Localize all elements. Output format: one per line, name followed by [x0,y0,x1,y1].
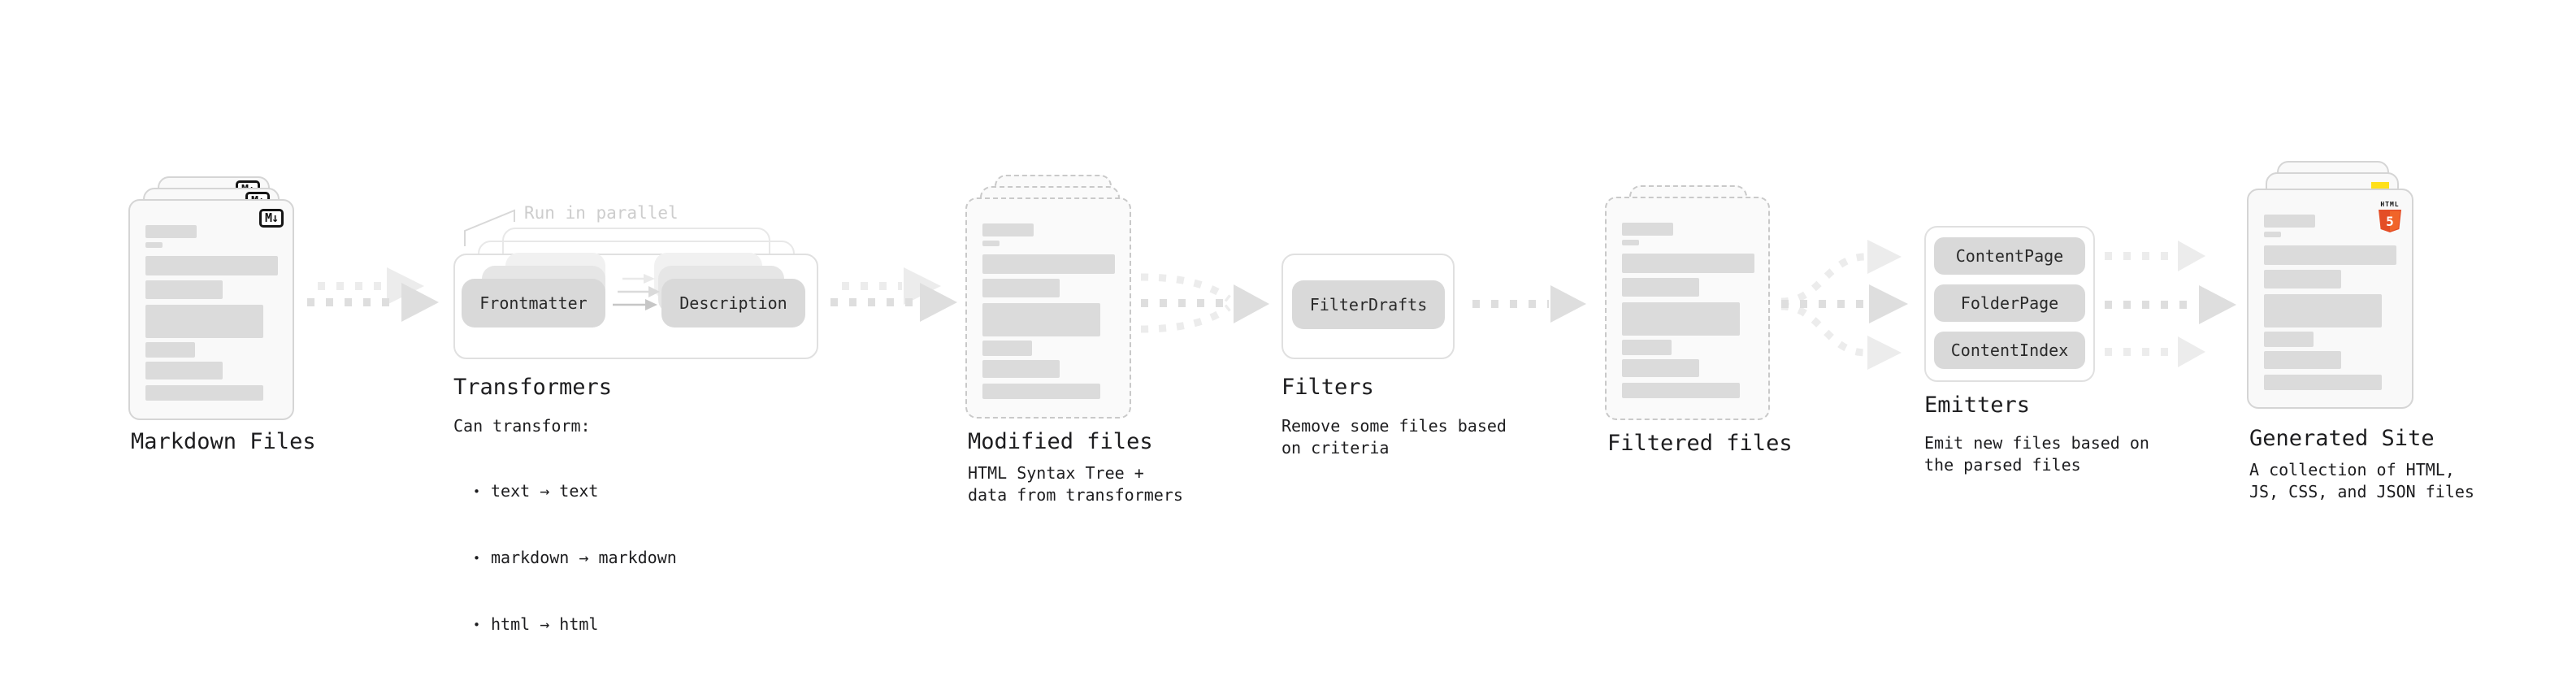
placeholder-bar [982,241,1000,246]
bullet-icon: • [473,551,481,566]
placeholder-bar [1622,223,1673,236]
placeholder-bar [982,303,1100,336]
placeholder-bar [1622,359,1699,377]
emitters-title: Emitters [1924,393,2031,418]
contentpage-pill: ContentPage [1934,237,2085,275]
placeholder-bar [145,342,195,358]
markdown-icon: M↓ [258,209,284,228]
placeholder-bar [1622,254,1754,273]
markdown-files-title: Markdown Files [131,429,316,454]
placeholder-bar [2264,351,2341,369]
placeholder-bar [2264,375,2382,390]
placeholder-bar [2264,332,2314,347]
transformers-title: Transformers [453,375,613,400]
placeholder-bar [1622,340,1672,355]
bullet-icon: • [473,618,481,632]
placeholder-bar [2264,245,2396,265]
filters-title: Filters [1281,375,1374,400]
filtered-file-card [1605,197,1770,420]
placeholder-bar [145,362,223,380]
placeholder-bar [982,254,1115,274]
filterdrafts-pill-label: FilterDrafts [1309,295,1428,314]
placeholder-bar [145,225,197,238]
placeholder-bar [1622,302,1740,336]
contentindex-pill-label: ContentIndex [1950,340,2069,360]
placeholder-bar [982,223,1034,236]
transformers-subtitle: Can transform: [453,416,591,436]
placeholder-bar [982,340,1032,356]
run-in-parallel-label: Run in parallel [524,203,679,223]
filtered-files-title: Filtered files [1607,431,1793,456]
modified-files-title: Modified files [968,429,1153,454]
modified-file-card [965,197,1131,419]
folderpage-pill-label: FolderPage [1960,293,2059,313]
placeholder-bar [982,279,1060,297]
placeholder-bar [982,360,1060,378]
generated-html-file-card: HTML 5 [2247,189,2413,409]
placeholder-bar [2264,294,2382,327]
placeholder-bar [145,305,263,338]
placeholder-bar [145,385,263,401]
contentindex-pill: ContentIndex [1934,332,2085,369]
frontmatter-pill: Frontmatter [462,279,605,327]
folderpage-pill: FolderPage [1934,284,2085,322]
bullet-icon: • [473,484,481,499]
placeholder-bar [145,256,278,275]
svg-text:5: 5 [2386,214,2394,229]
bullet-item: •html → html [473,614,677,636]
placeholder-bar [982,384,1100,399]
generated-site-title: Generated Site [2249,426,2435,451]
html5-logo: HTML 5 [2377,194,2403,236]
placeholder-bar [2264,215,2315,228]
description-pill: Description [661,279,805,327]
placeholder-bar [145,242,163,248]
placeholder-bar [145,280,223,299]
frontmatter-pill-label: Frontmatter [479,293,588,313]
transformers-bullet-list: •text → text •markdown → markdown •html … [473,436,677,680]
bullet-item: •text → text [473,480,677,503]
bullet-item: •markdown → markdown [473,547,677,570]
placeholder-bar [1622,383,1740,398]
generated-site-subtitle: A collection of HTML,JS, CSS, and JSON f… [2249,460,2474,501]
placeholder-bar [2264,270,2341,288]
modified-files-subtitle: HTML Syntax Tree +data from transformers [968,463,1183,505]
placeholder-bar [1622,240,1639,245]
html5-shield-icon: 5 [2379,210,2401,232]
contentpage-pill-label: ContentPage [1955,246,2064,266]
placeholder-bar [1622,278,1699,297]
filterdrafts-pill: FilterDrafts [1292,280,1445,329]
markdown-file-card: M↓ [128,199,294,420]
description-pill-label: Description [679,293,787,313]
placeholder-bar [2264,232,2281,237]
